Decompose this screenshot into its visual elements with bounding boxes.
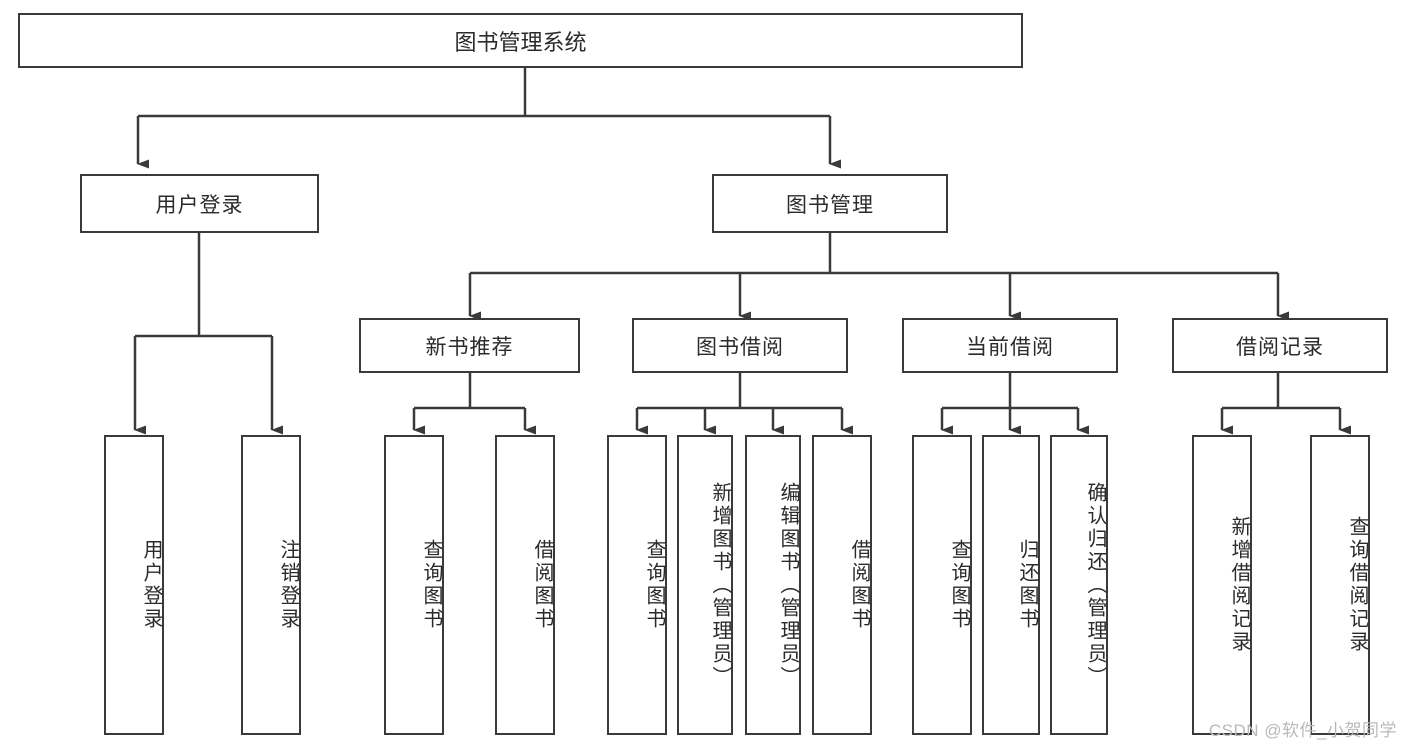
node-new-book-recommend-label: 新书推荐: [425, 335, 514, 359]
leaf-new-book-query[interactable]: 查询图书: [384, 435, 444, 735]
leaf-label: 查询图书: [948, 539, 970, 631]
leaf-borrow-query-book[interactable]: 查询图书: [607, 435, 667, 735]
node-book-management[interactable]: 图书管理: [712, 174, 948, 233]
leaf-label: 新增借阅记录: [1228, 516, 1250, 654]
leaf-borrow-edit-book-admin[interactable]: 编辑图书（管理员）: [745, 435, 801, 735]
leaf-label: 用户登录: [140, 539, 162, 631]
node-user-login[interactable]: 用户登录: [80, 174, 319, 233]
leaf-label: 查询借阅记录: [1346, 516, 1368, 654]
leaf-label: 新增图书（管理员）: [709, 481, 731, 689]
node-book-borrow[interactable]: 图书借阅: [632, 318, 848, 373]
node-borrow-record[interactable]: 借阅记录: [1172, 318, 1388, 373]
leaf-new-book-borrow[interactable]: 借阅图书: [495, 435, 555, 735]
leaf-record-query[interactable]: 查询借阅记录: [1310, 435, 1370, 735]
node-book-management-label: 图书管理: [786, 193, 874, 217]
leaf-label: 借阅图书: [531, 539, 553, 631]
node-root[interactable]: 图书管理系统: [18, 13, 1023, 68]
node-book-borrow-label: 图书借阅: [696, 335, 784, 359]
node-current-borrow-label: 当前借阅: [966, 335, 1054, 359]
leaf-label: 借阅图书: [848, 539, 870, 631]
leaf-borrow-add-book-admin[interactable]: 新增图书（管理员）: [677, 435, 733, 735]
leaf-label: 注销登录: [277, 539, 299, 631]
node-root-label: 图书管理系统: [454, 29, 587, 55]
leaf-record-add[interactable]: 新增借阅记录: [1192, 435, 1252, 735]
leaf-borrow-borrow-book[interactable]: 借阅图书: [812, 435, 872, 735]
leaf-label: 查询图书: [643, 539, 665, 631]
leaf-label: 归还图书: [1016, 539, 1038, 631]
leaf-user-login-signin[interactable]: 用户登录: [104, 435, 164, 735]
node-new-book-recommend[interactable]: 新书推荐: [359, 318, 580, 373]
watermark: CSDN @软件_小贺同学: [1208, 721, 1397, 740]
leaf-user-login-signout[interactable]: 注销登录: [241, 435, 301, 735]
node-current-borrow[interactable]: 当前借阅: [902, 318, 1118, 373]
leaf-current-query-book[interactable]: 查询图书: [912, 435, 972, 735]
node-user-login-label: 用户登录: [155, 193, 244, 217]
leaf-label: 查询图书: [420, 539, 442, 631]
leaf-label: 编辑图书（管理员）: [777, 481, 799, 689]
leaf-label: 确认归还（管理员）: [1084, 481, 1106, 689]
node-borrow-record-label: 借阅记录: [1236, 335, 1324, 359]
leaf-current-confirm-return-admin[interactable]: 确认归还（管理员）: [1050, 435, 1108, 735]
leaf-current-return-book[interactable]: 归还图书: [982, 435, 1040, 735]
